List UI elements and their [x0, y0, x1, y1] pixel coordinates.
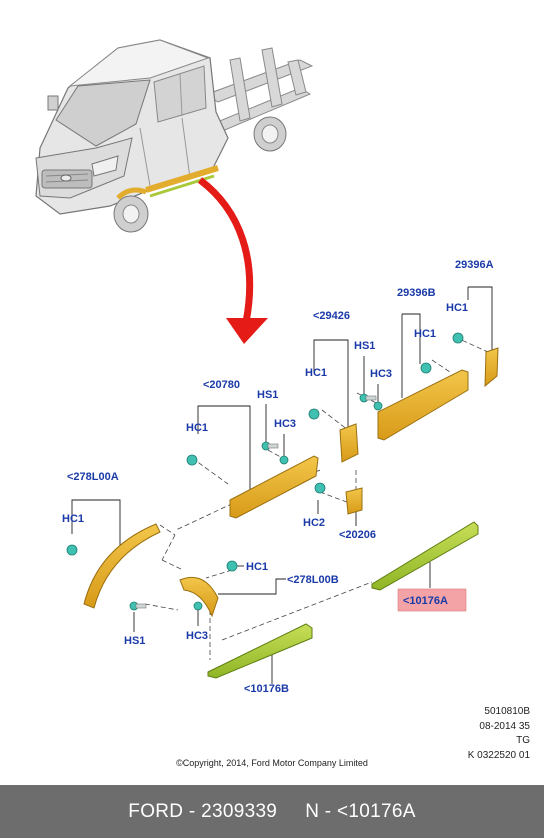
- label-20206: <20206: [339, 529, 376, 541]
- leader-lines: [71, 286, 493, 684]
- label-hc1: HC1: [246, 561, 268, 573]
- reference-date: 08-2014 35: [479, 720, 530, 732]
- parts: [83, 347, 499, 679]
- label-hc3: HC3: [274, 418, 296, 430]
- reference-number: K 0322520 01: [467, 749, 530, 761]
- reference-tag: TG: [516, 735, 530, 747]
- pointer-arrow: [197, 177, 268, 344]
- label-hc2: HC2: [303, 517, 325, 529]
- clip-icon: [66, 332, 464, 611]
- label-278l00b: <278L00B: [287, 574, 339, 586]
- footer-bar: FORD - 2309339 N - <10176A: [0, 785, 544, 838]
- label-278l00a: <278L00A: [67, 471, 119, 483]
- label-29396b: 29396B: [397, 287, 436, 299]
- label-hc3: HC3: [186, 630, 208, 642]
- diagram-reference-codes: 5010810B 08-2014 35 TG K 0322520 01: [468, 705, 530, 763]
- label-hc1: HC1: [414, 328, 436, 340]
- van-illustration: [35, 39, 314, 233]
- label-hc3: HC3: [370, 368, 392, 380]
- label-29396a: 29396A: [455, 259, 494, 271]
- label-hs1: HS1: [124, 635, 145, 647]
- label-20780: <20780: [203, 379, 240, 391]
- label-hc1: HC1: [305, 367, 327, 379]
- label-hc1: HC1: [446, 302, 468, 314]
- label-hc1: HC1: [62, 513, 84, 525]
- clips: [66, 332, 464, 611]
- footer-reference: N - <10176A: [305, 800, 416, 822]
- label-hs1: HS1: [257, 389, 278, 401]
- copyright-notice: ©Copyright, 2014, Ford Motor Company Lim…: [176, 758, 368, 768]
- footer-part-number: FORD - 2309339: [128, 800, 278, 822]
- label-10176a: <10176A: [403, 595, 448, 607]
- label-29426: <29426: [313, 310, 350, 322]
- highlight-box: [397, 588, 467, 612]
- label-hc1: HC1: [186, 422, 208, 434]
- label-hs1: HS1: [354, 340, 375, 352]
- reference-code: 5010810B: [484, 706, 530, 717]
- label-10176b: <10176B: [244, 683, 289, 695]
- callout-labels: 29396A HC1 29396B HC1 <29426 HS1 HC1 HC3…: [62, 259, 494, 695]
